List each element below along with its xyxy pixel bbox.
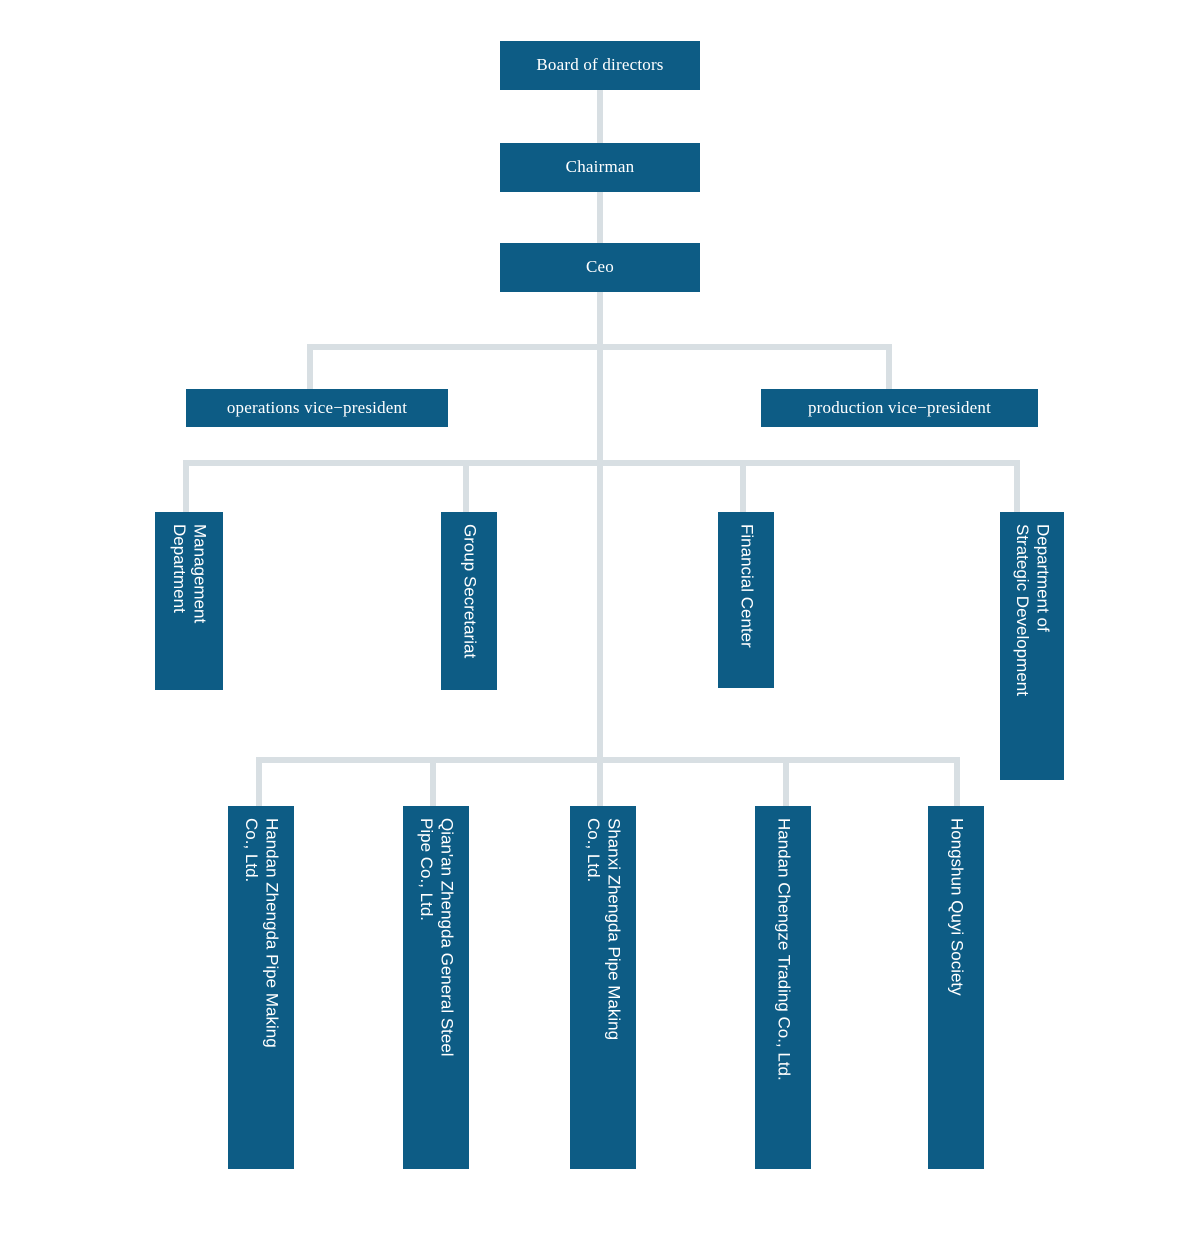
node-label: Board of directors [536, 55, 664, 75]
connector-ceo-trunk [597, 292, 603, 347]
connector-drop-management-department [183, 460, 189, 515]
connector-ceo-trunk-lower [597, 344, 603, 466]
node-hongshun-quyi-society[interactable]: Hongshun Quyi Society [928, 806, 984, 1169]
node-label: Ceo [586, 257, 614, 277]
node-handan-chengze-trading[interactable]: Handan Chengze Trading Co., Ltd. [755, 806, 811, 1169]
node-handan-zhengda-pipe-making[interactable]: Handan Zhengda Pipe Making Co., Ltd. [228, 806, 294, 1169]
connector-chairman-to-ceo [597, 192, 603, 243]
node-label: Financial Center [737, 524, 757, 648]
node-label: production vice−president [807, 397, 992, 417]
connector-drop-strategic-development [1014, 460, 1020, 515]
node-label: operations vice−president [226, 397, 408, 417]
node-operations-vice-president[interactable]: operations vice−president [186, 389, 448, 427]
connector-drop-handan-zhengda [256, 757, 262, 807]
node-department-of-strategic-development[interactable]: Department of Strategic Development [1000, 512, 1064, 780]
node-group-secretariat[interactable]: Group Secretariat [441, 512, 497, 690]
connector-drop-shanxi-zhengda [597, 757, 603, 807]
connector-drop-handan-chengze [783, 757, 789, 807]
connector-drop-hongshun-quyi [954, 757, 960, 807]
node-label: Qian'an Zhengda General Steel Pipe Co., … [417, 818, 457, 1057]
connector-drop-qianan-zhengda [430, 757, 436, 807]
node-label: Department of Strategic Development [1013, 524, 1053, 696]
node-label: Chairman [565, 157, 635, 177]
connector-drop-financial-center [740, 460, 746, 515]
node-qianan-zhengda-general-steel-pipe[interactable]: Qian'an Zhengda General Steel Pipe Co., … [403, 806, 469, 1169]
connector-drop-group-secretariat [463, 460, 469, 515]
node-label: Handan Chengze Trading Co., Ltd. [774, 818, 794, 1081]
connector-drop-production-vp [886, 344, 892, 390]
node-label: Hongshun Quyi Society [947, 818, 967, 996]
node-label: Shanxi Zhengda Pipe Making Co., Ltd. [584, 818, 624, 1041]
connector-board-to-chairman [597, 90, 603, 143]
connector-subsidiary-bus [256, 757, 960, 763]
node-label: Group Secretariat [460, 524, 480, 659]
node-chairman[interactable]: Chairman [500, 143, 700, 192]
connector-drop-operations-vp [307, 344, 313, 390]
connector-trunk-to-subsidiaries [597, 466, 603, 761]
node-financial-center[interactable]: Financial Center [718, 512, 774, 688]
node-label: Management Department [170, 524, 210, 624]
node-label: Handan Zhengda Pipe Making Co., Ltd. [242, 818, 282, 1048]
node-shanxi-zhengda-pipe-making[interactable]: Shanxi Zhengda Pipe Making Co., Ltd. [570, 806, 636, 1169]
node-management-department[interactable]: Management Department [155, 512, 223, 690]
node-board-of-directors[interactable]: Board of directors [500, 41, 700, 90]
node-production-vice-president[interactable]: production vice−president [761, 389, 1038, 427]
node-ceo[interactable]: Ceo [500, 243, 700, 292]
connector-department-bus [183, 460, 1020, 466]
